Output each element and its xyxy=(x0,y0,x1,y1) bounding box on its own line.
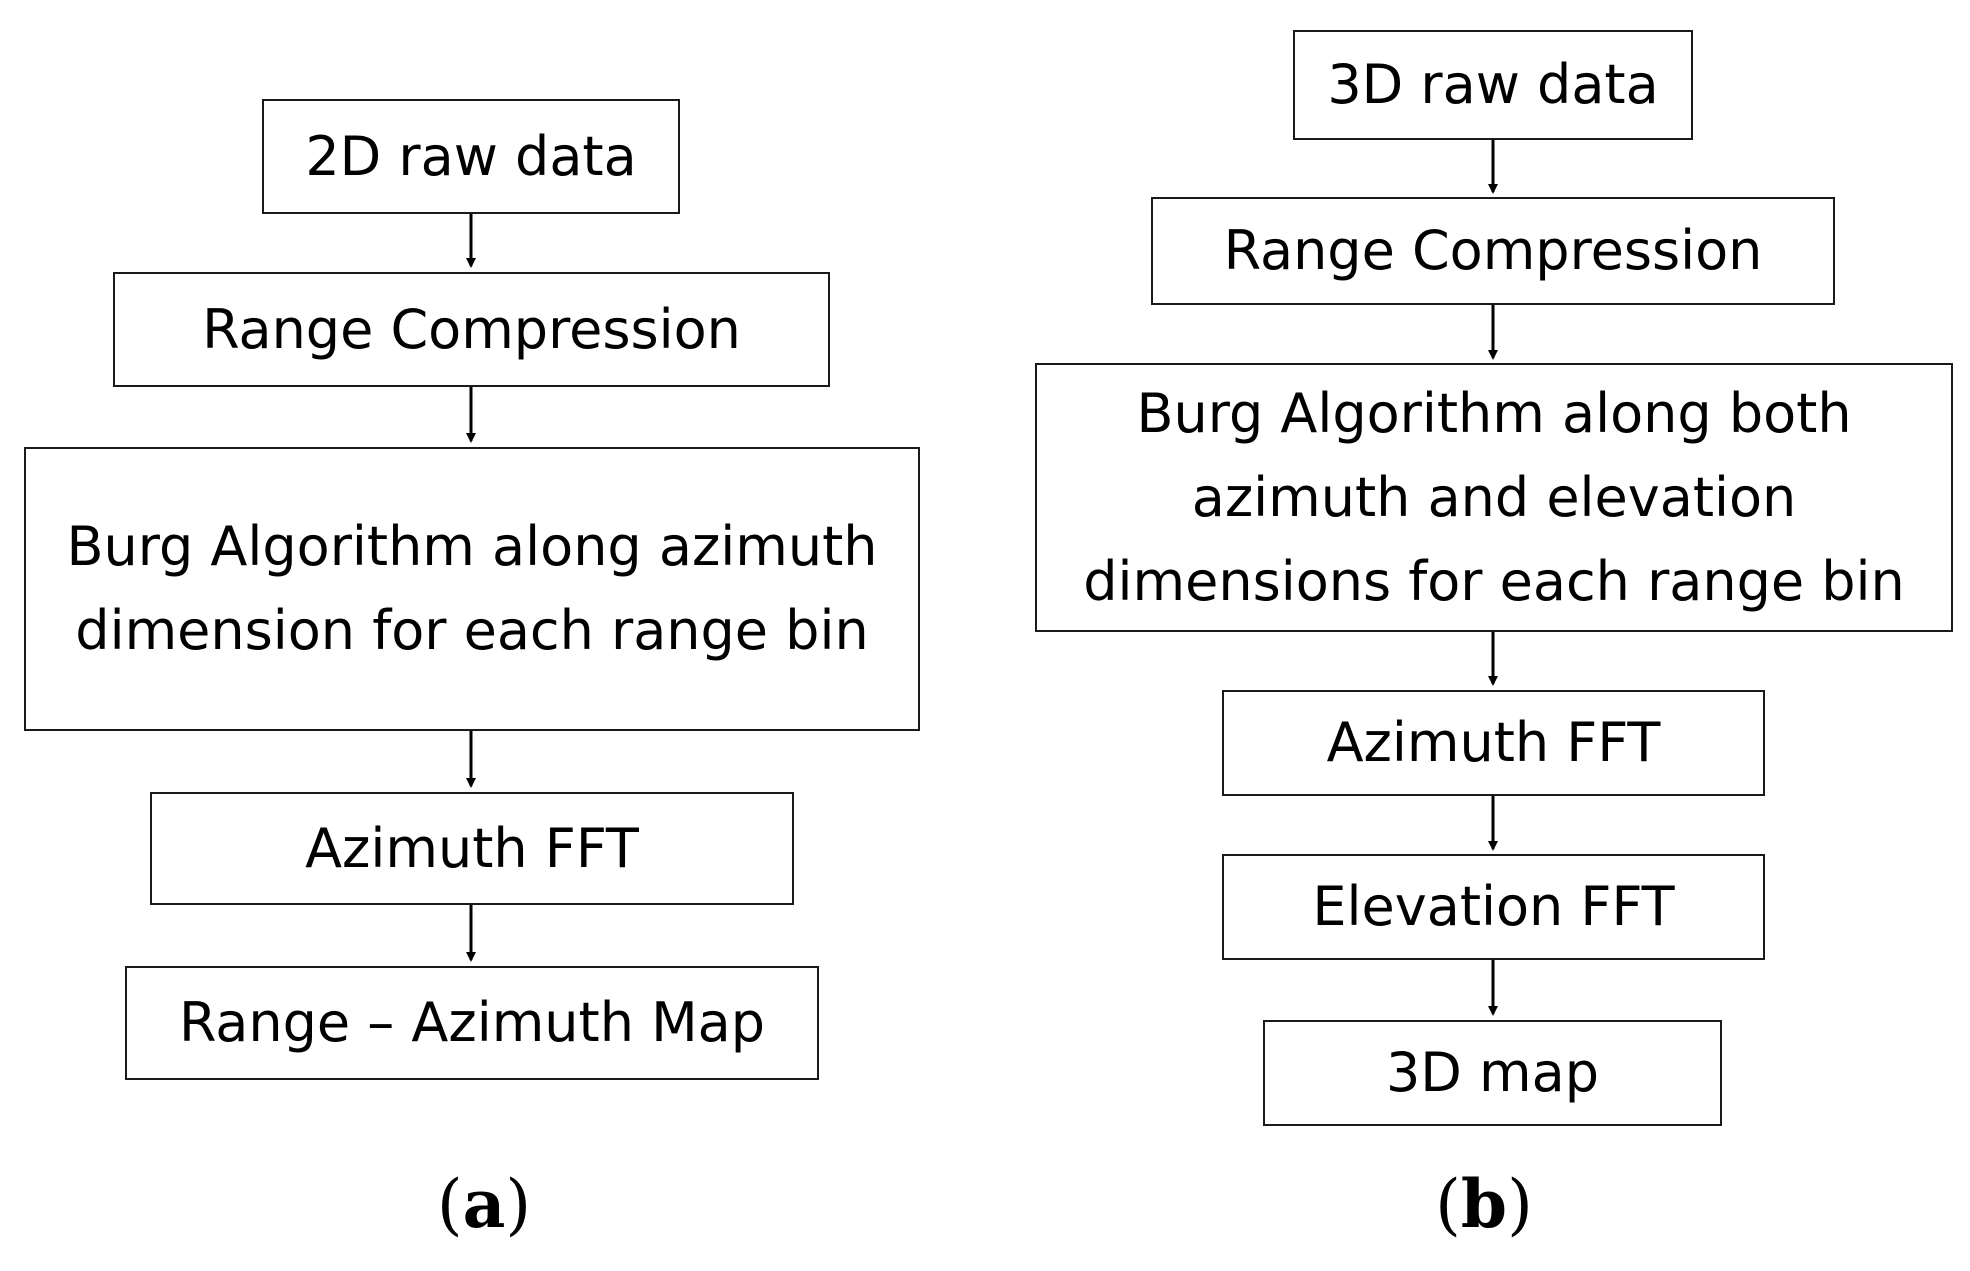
caption-a: (a) xyxy=(436,1165,532,1243)
a-step-azimuth-fft: Azimuth FFT xyxy=(150,792,794,905)
b-step-azimuth-fft: Azimuth FFT xyxy=(1222,690,1765,796)
b-step-elevation-fft: Elevation FFT xyxy=(1222,854,1765,960)
a-step-range-azimuth-map: Range – Azimuth Map xyxy=(125,966,819,1080)
b-step-raw-data: 3D raw data xyxy=(1293,30,1693,140)
caption-b: (b) xyxy=(1435,1165,1533,1243)
b-step-3d-map: 3D map xyxy=(1263,1020,1722,1126)
a-step-raw-data: 2D raw data xyxy=(262,99,680,214)
a-step-range-compression: Range Compression xyxy=(113,272,830,387)
b-step-burg-algorithm: Burg Algorithm along both azimuth and el… xyxy=(1035,363,1953,632)
a-step-burg-algorithm: Burg Algorithm along azimuth dimension f… xyxy=(24,447,920,731)
b-step-range-compression: Range Compression xyxy=(1151,197,1835,305)
